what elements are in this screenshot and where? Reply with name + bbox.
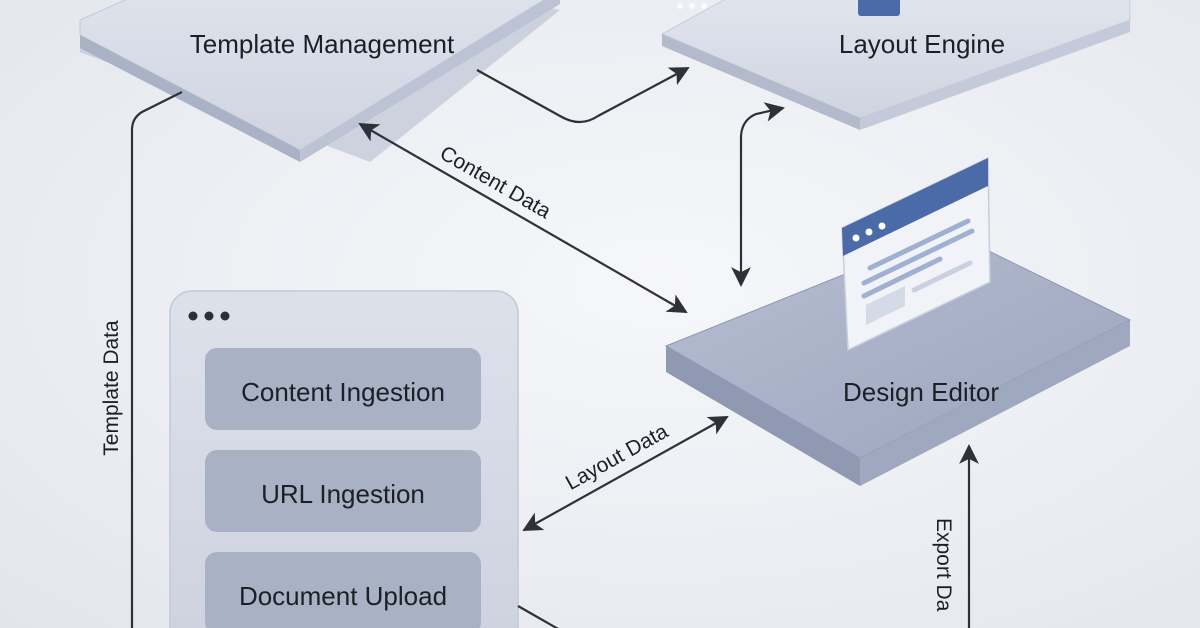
url-ingestion-label: URL Ingestion <box>261 479 425 509</box>
document-upload-item[interactable]: Document Upload <box>205 552 481 628</box>
content-ingestion-label: Content Ingestion <box>241 377 445 407</box>
layout-engine-node: Layout Engine <box>660 0 1131 130</box>
content-data-label: Content Data <box>436 141 555 223</box>
layout-window-icon <box>858 0 900 16</box>
template-to-layout-arrow <box>476 67 690 124</box>
content-data-arrow <box>358 123 688 313</box>
document-upload-outgoing-line <box>517 605 559 628</box>
layout-data-arrow <box>522 416 729 531</box>
editor-to-layout-arrow <box>731 102 785 287</box>
window-dots-icon <box>852 222 886 242</box>
design-editor-node: Design Editor <box>664 156 1132 486</box>
url-ingestion-item[interactable]: URL Ingestion <box>205 450 481 532</box>
template-management-label: Template Management <box>190 29 455 59</box>
template-management-node: Template Management <box>79 0 560 162</box>
template-data-line <box>130 91 183 628</box>
editor-window-icon <box>841 156 991 352</box>
export-data-label: Export Da <box>932 518 955 612</box>
ingestion-panel: Content Ingestion URL Ingestion Document… <box>169 290 519 628</box>
layout-engine-label: Layout Engine <box>839 29 1005 59</box>
template-data-label: Template Data <box>100 320 123 456</box>
design-editor-label: Design Editor <box>843 377 999 407</box>
content-ingestion-item[interactable]: Content Ingestion <box>205 348 481 430</box>
panel-dots-icon <box>188 311 230 321</box>
document-upload-label: Document Upload <box>239 581 447 611</box>
window-dots-icon <box>677 3 707 9</box>
